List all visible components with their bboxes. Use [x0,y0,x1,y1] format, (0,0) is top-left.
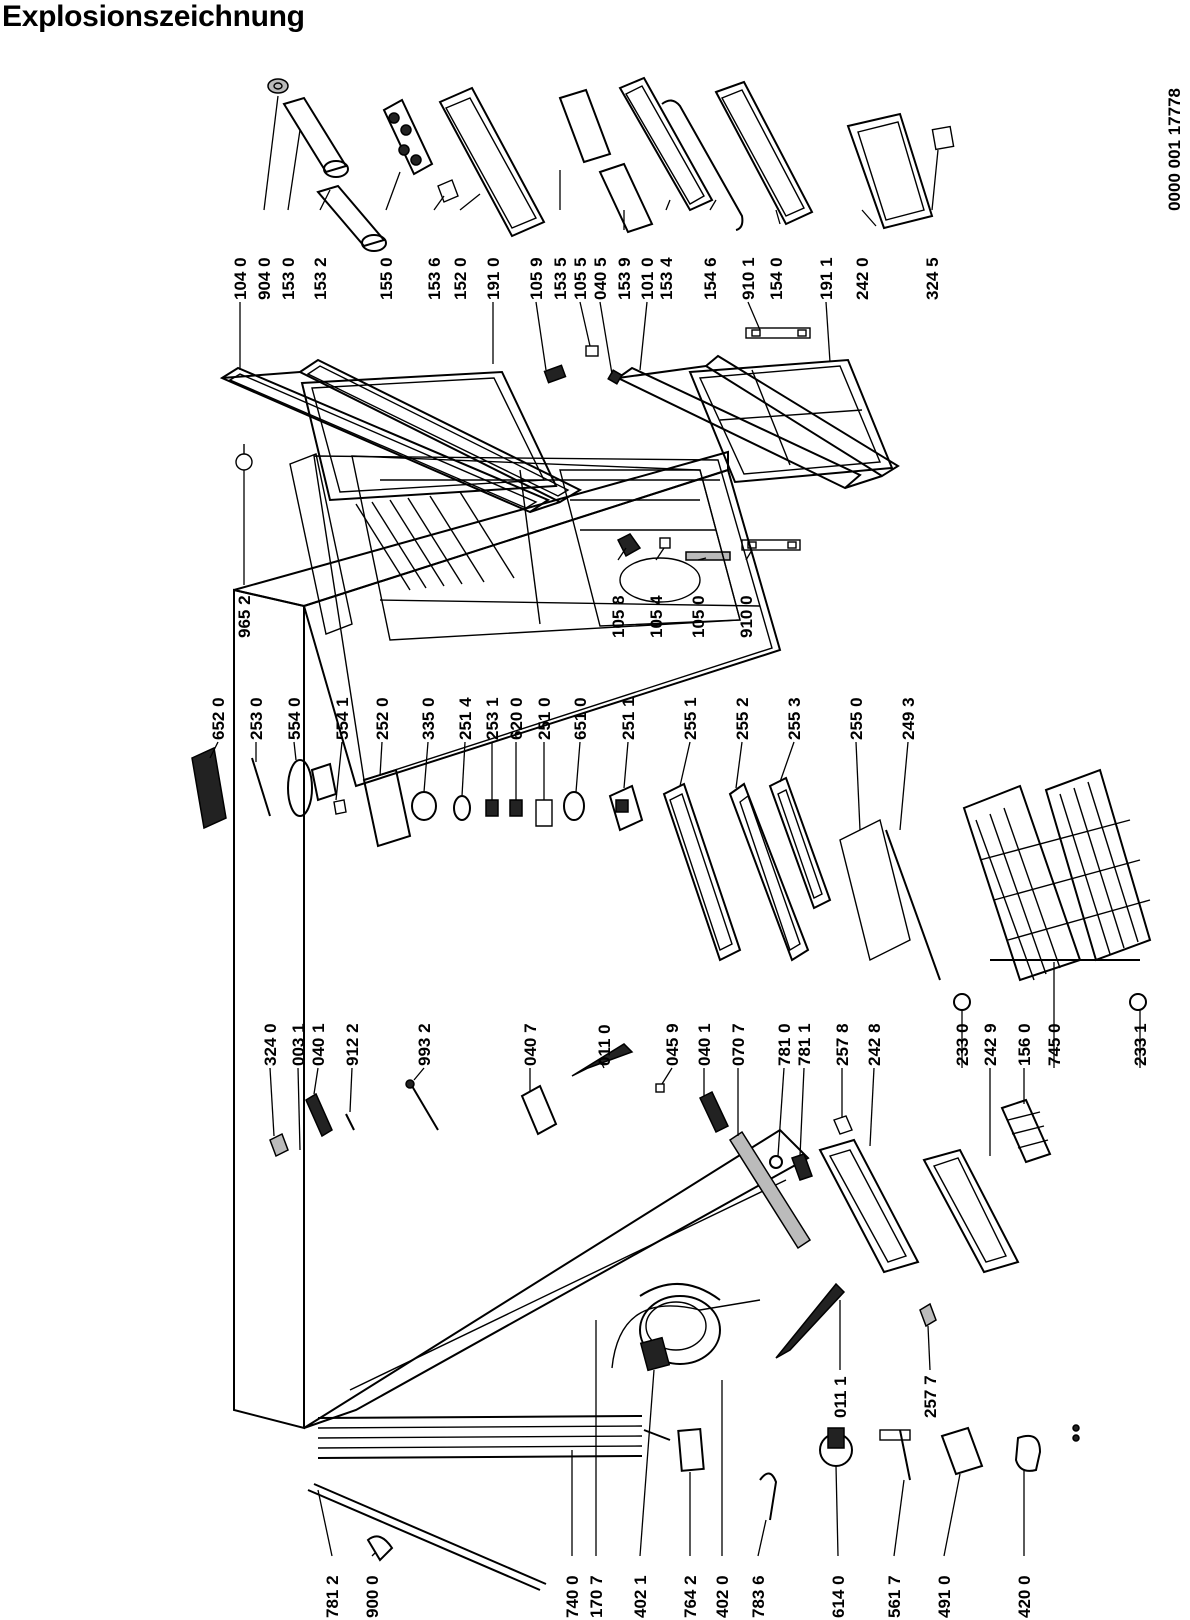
part-label: 105 8 [609,595,628,638]
part-label: 745 0 [1045,1023,1064,1066]
glass-shelves [662,776,941,981]
part-label: 910 1 [739,257,758,300]
part-label: 242 9 [981,1023,1000,1066]
part-label: 070 7 [729,1023,748,1066]
part-label: 253 0 [247,697,266,740]
part-label: 153 9 [615,257,634,300]
door-stop-knob [235,453,253,471]
cabinet [233,450,846,1459]
part-label: 651 0 [571,697,590,740]
wire-shelves [962,768,1152,982]
part-label: 420 0 [1015,1575,1034,1618]
part-label: 402 1 [631,1575,650,1618]
part-label: 233 1 [1131,1023,1150,1066]
part-label: 252 0 [373,697,392,740]
condenser-coils [317,1415,643,1459]
cabinet-small-parts [269,993,1147,1328]
part-label: 620 0 [507,697,526,740]
part-label: 040 1 [695,1023,714,1066]
part-label: 251 1 [619,697,638,740]
part-label: 257 7 [921,1375,940,1418]
part-label: 155 0 [377,257,396,300]
part-label: 105 4 [647,595,666,638]
part-label: 101 0 [638,257,657,300]
part-label: 105 9 [527,257,546,300]
part-label: 153 6 [425,257,444,300]
part-label: 249 3 [899,697,918,740]
part-label: 040 1 [309,1023,328,1066]
part-label: 740 0 [563,1575,582,1618]
part-label: 153 0 [279,257,298,300]
page-title: Explosionszeichnung [2,0,305,33]
part-label: 554 1 [333,697,352,740]
part-label: 251 4 [456,697,475,740]
part-label: 011 0 [595,1024,614,1066]
freezer-door [616,354,900,490]
part-label: 003 1 [289,1023,308,1066]
part-label: 324 5 [923,257,942,300]
part-label: 251 0 [535,697,554,740]
part-label: 255 1 [681,697,700,740]
control-parts [191,746,644,848]
part-label: 170 7 [587,1575,606,1618]
part-label: 764 2 [681,1575,700,1618]
part-label: 104 0 [231,257,250,300]
part-label: 105 0 [689,595,708,638]
part-number-labels: 965 2 104 0 904 0 153 0 153 2 155 0 153 … [209,257,1150,1618]
part-label: 561 7 [885,1575,904,1618]
hinge-strip-0111 [775,1282,846,1359]
freezer-interior [559,469,741,627]
part-label: 156 0 [1015,1023,1034,1066]
part-label: 045 9 [663,1023,682,1066]
part-label: 253 1 [483,697,502,740]
door-shelves [267,76,955,252]
part-label: 153 4 [657,257,676,300]
part-label: 335 0 [419,697,438,740]
leader-lines [209,95,1141,1557]
part-label: 900 0 [363,1575,382,1618]
document-number: 0000 001 17778 [1165,88,1184,211]
door-hardware [543,327,811,561]
part-label: 011 1 [831,1376,850,1418]
fridge-door [219,358,583,514]
part-label: 965 2 [235,595,254,638]
part-label: 554 0 [285,697,304,740]
part-label: 781 0 [775,1023,794,1066]
lower-parts [307,1424,1080,1591]
part-label: 781 1 [795,1023,814,1066]
part-label: 255 2 [733,697,752,740]
part-label: 105 5 [571,257,590,300]
part-label: 191 1 [817,257,836,300]
part-label: 153 2 [311,257,330,300]
part-label: 614 0 [829,1575,848,1618]
part-label: 781 2 [323,1575,342,1618]
part-label: 255 3 [785,697,804,740]
part-label: 993 2 [415,1023,434,1066]
part-label: 242 8 [865,1023,884,1066]
part-label: 255 0 [847,697,866,740]
part-label: 912 2 [343,1023,362,1066]
part-label: 652 0 [209,697,228,740]
part-label: 910 0 [737,595,756,638]
part-label: 242 0 [853,257,872,300]
part-label: 040 7 [521,1023,540,1066]
part-label: 154 6 [701,257,720,300]
part-label: 783 6 [749,1575,768,1618]
part-label: 154 0 [767,257,786,300]
fridge-interior-ribs [355,491,515,591]
part-label: 491 0 [935,1575,954,1618]
part-label: 191 0 [484,257,503,300]
part-label: 324 0 [261,1023,280,1066]
part-label: 233 0 [953,1023,972,1066]
compressor [639,1283,721,1372]
part-label: 904 0 [255,257,274,300]
part-label: 040 5 [591,257,610,300]
part-label: 152 0 [451,257,470,300]
part-label: 153 5 [551,257,570,300]
part-label: 402 0 [713,1575,732,1618]
part-label: 257 8 [833,1023,852,1066]
